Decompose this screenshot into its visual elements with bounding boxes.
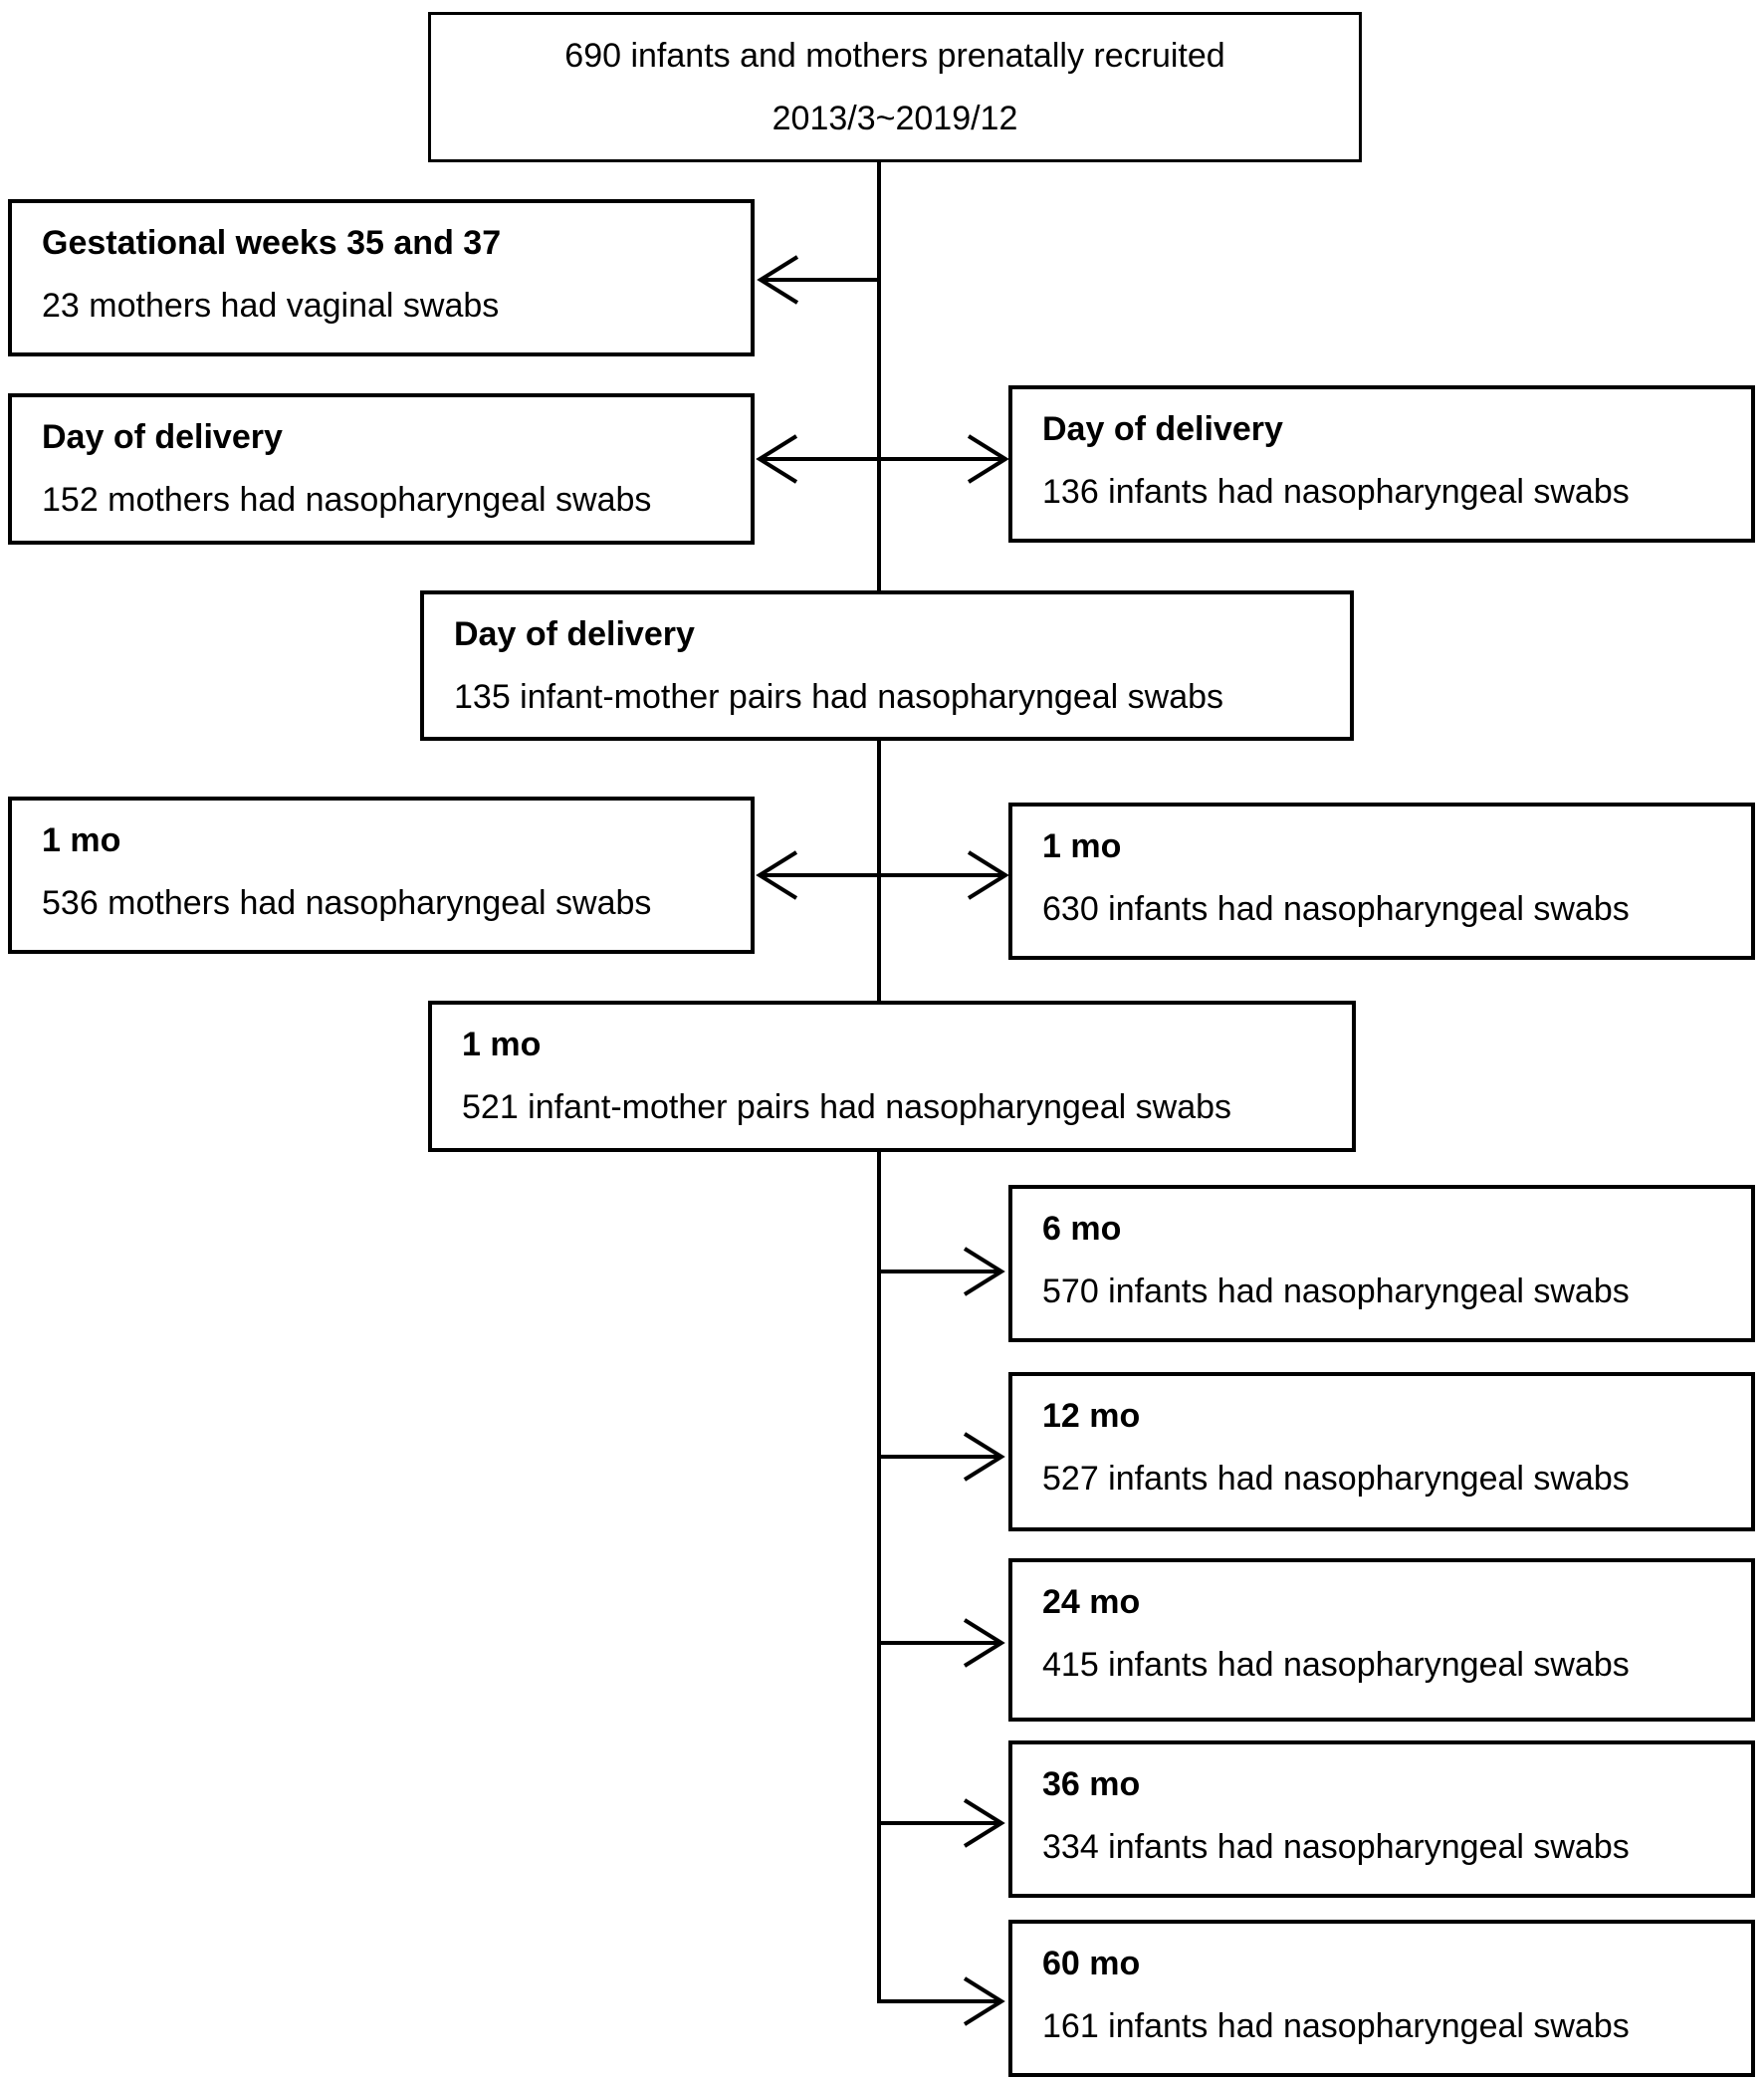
arrow-60mo-right xyxy=(877,1976,1005,2026)
box-title: 1 mo xyxy=(462,1026,542,1063)
box-title: 1 mo xyxy=(1042,827,1122,865)
box-gestational-weeks: Gestational weeks 35 and 37 23 mothers h… xyxy=(8,199,755,356)
box-36mo-infants: 36 mo 334 infants had nasopharyngeal swa… xyxy=(1008,1740,1755,1898)
arrow-gestational-left xyxy=(757,255,879,305)
box-1mo-infants: 1 mo 630 infants had nasopharyngeal swab… xyxy=(1008,803,1755,960)
box-detail: 570 infants had nasopharyngeal swabs xyxy=(1042,1271,1630,1310)
box-detail: 23 mothers had vaginal swabs xyxy=(42,286,500,325)
recruited-text: 690 infants and mothers prenatally recru… xyxy=(564,37,1225,75)
box-detail: 152 mothers had nasopharyngeal swabs xyxy=(42,480,652,519)
box-title: 36 mo xyxy=(1042,1765,1141,1803)
box-title: 12 mo xyxy=(1042,1397,1141,1435)
box-detail: 334 infants had nasopharyngeal swabs xyxy=(1042,1827,1630,1866)
box-title: 1 mo xyxy=(42,821,121,859)
arrow-6mo-right xyxy=(879,1247,1005,1296)
box-delivery-mothers: Day of delivery 152 mothers had nasophar… xyxy=(8,393,755,545)
box-title: Gestational weeks 35 and 37 xyxy=(42,224,502,262)
box-detail: 521 infant-mother pairs had nasopharynge… xyxy=(462,1087,1232,1126)
box-recruited: 690 infants and mothers prenatally recru… xyxy=(428,12,1362,162)
box-title: Day of delivery xyxy=(42,418,283,456)
box-1mo-pairs: 1 mo 521 infant-mother pairs had nasopha… xyxy=(428,1001,1356,1152)
arrow-24mo-right xyxy=(879,1618,1005,1668)
box-detail: 161 infants had nasopharyngeal swabs xyxy=(1042,2006,1630,2045)
box-24mo-infants: 24 mo 415 infants had nasopharyngeal swa… xyxy=(1008,1558,1755,1722)
box-1mo-mothers: 1 mo 536 mothers had nasopharyngeal swab… xyxy=(8,797,755,954)
box-detail: 135 infant-mother pairs had nasopharynge… xyxy=(454,677,1224,716)
box-6mo-infants: 6 mo 570 infants had nasopharyngeal swab… xyxy=(1008,1185,1755,1342)
box-12mo-infants: 12 mo 527 infants had nasopharyngeal swa… xyxy=(1008,1372,1755,1531)
box-detail: 527 infants had nasopharyngeal swabs xyxy=(1042,1459,1630,1498)
recruited-dates: 2013/3~2019/12 xyxy=(772,100,1018,137)
arrow-36mo-right xyxy=(879,1798,1005,1848)
box-title: 6 mo xyxy=(1042,1210,1122,1248)
box-detail: 415 infants had nasopharyngeal swabs xyxy=(1042,1645,1630,1684)
box-title: Day of delivery xyxy=(1042,410,1283,448)
box-title: 60 mo xyxy=(1042,1945,1141,1982)
box-title: Day of delivery xyxy=(454,615,695,653)
arrow-delivery-double xyxy=(756,434,1009,484)
box-delivery-infants: Day of delivery 136 infants had nasophar… xyxy=(1008,385,1755,543)
box-title: 24 mo xyxy=(1042,1583,1141,1621)
box-delivery-pairs: Day of delivery 135 infant-mother pairs … xyxy=(420,590,1354,741)
box-detail: 136 infants had nasopharyngeal swabs xyxy=(1042,472,1630,511)
arrow-1mo-double xyxy=(756,850,1009,900)
box-detail: 536 mothers had nasopharyngeal swabs xyxy=(42,883,652,922)
arrow-12mo-right xyxy=(879,1432,1005,1482)
box-detail: 630 infants had nasopharyngeal swabs xyxy=(1042,889,1630,928)
box-60mo-infants: 60 mo 161 infants had nasopharyngeal swa… xyxy=(1008,1920,1755,2077)
